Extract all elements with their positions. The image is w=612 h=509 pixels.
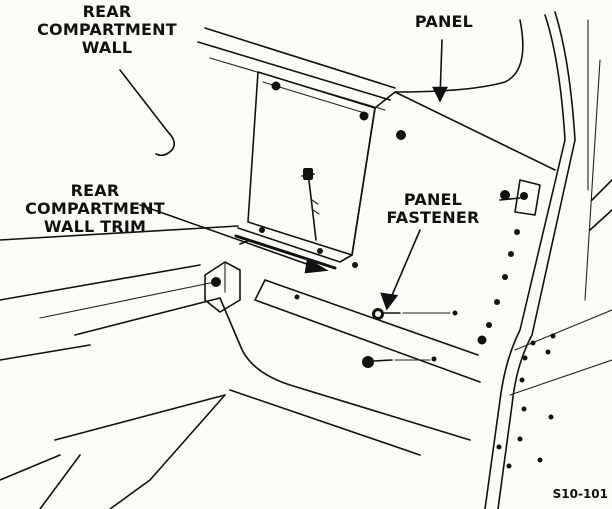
label-line: REAR xyxy=(70,181,120,200)
fastener-leader xyxy=(389,229,421,301)
label-rear-compartment-wall: REAR COMPARTMENT WALL xyxy=(22,3,192,57)
figure-code: S10-101 xyxy=(552,487,608,501)
panel-fasteners xyxy=(362,308,458,368)
label-line: COMPARTMENT xyxy=(25,199,165,218)
trim-leader xyxy=(139,204,319,269)
label-line: WALL xyxy=(81,38,133,57)
floor-bracket xyxy=(204,261,241,313)
label-line: PANEL xyxy=(414,12,474,31)
label-panel: PANEL xyxy=(404,13,484,31)
label-line: PANEL xyxy=(403,190,463,209)
leader-lines xyxy=(119,39,448,311)
label-line: WALL TRIM xyxy=(43,217,147,236)
label-line: COMPARTMENT xyxy=(37,20,177,39)
wall-leader xyxy=(119,69,176,157)
label-line: FASTENER xyxy=(386,208,480,227)
roof-lines xyxy=(197,27,396,111)
floor-lines xyxy=(0,225,481,509)
label-line: REAR xyxy=(82,2,132,21)
label-panel-fastener: PANEL FASTENER xyxy=(378,191,488,227)
exterior-body xyxy=(496,309,612,469)
rear-compartment-wall-trim xyxy=(234,227,353,270)
label-rear-compartment-wall-trim: REAR COMPARTMENT WALL TRIM xyxy=(10,182,180,236)
door-pillar xyxy=(477,11,612,509)
panel xyxy=(351,19,556,268)
